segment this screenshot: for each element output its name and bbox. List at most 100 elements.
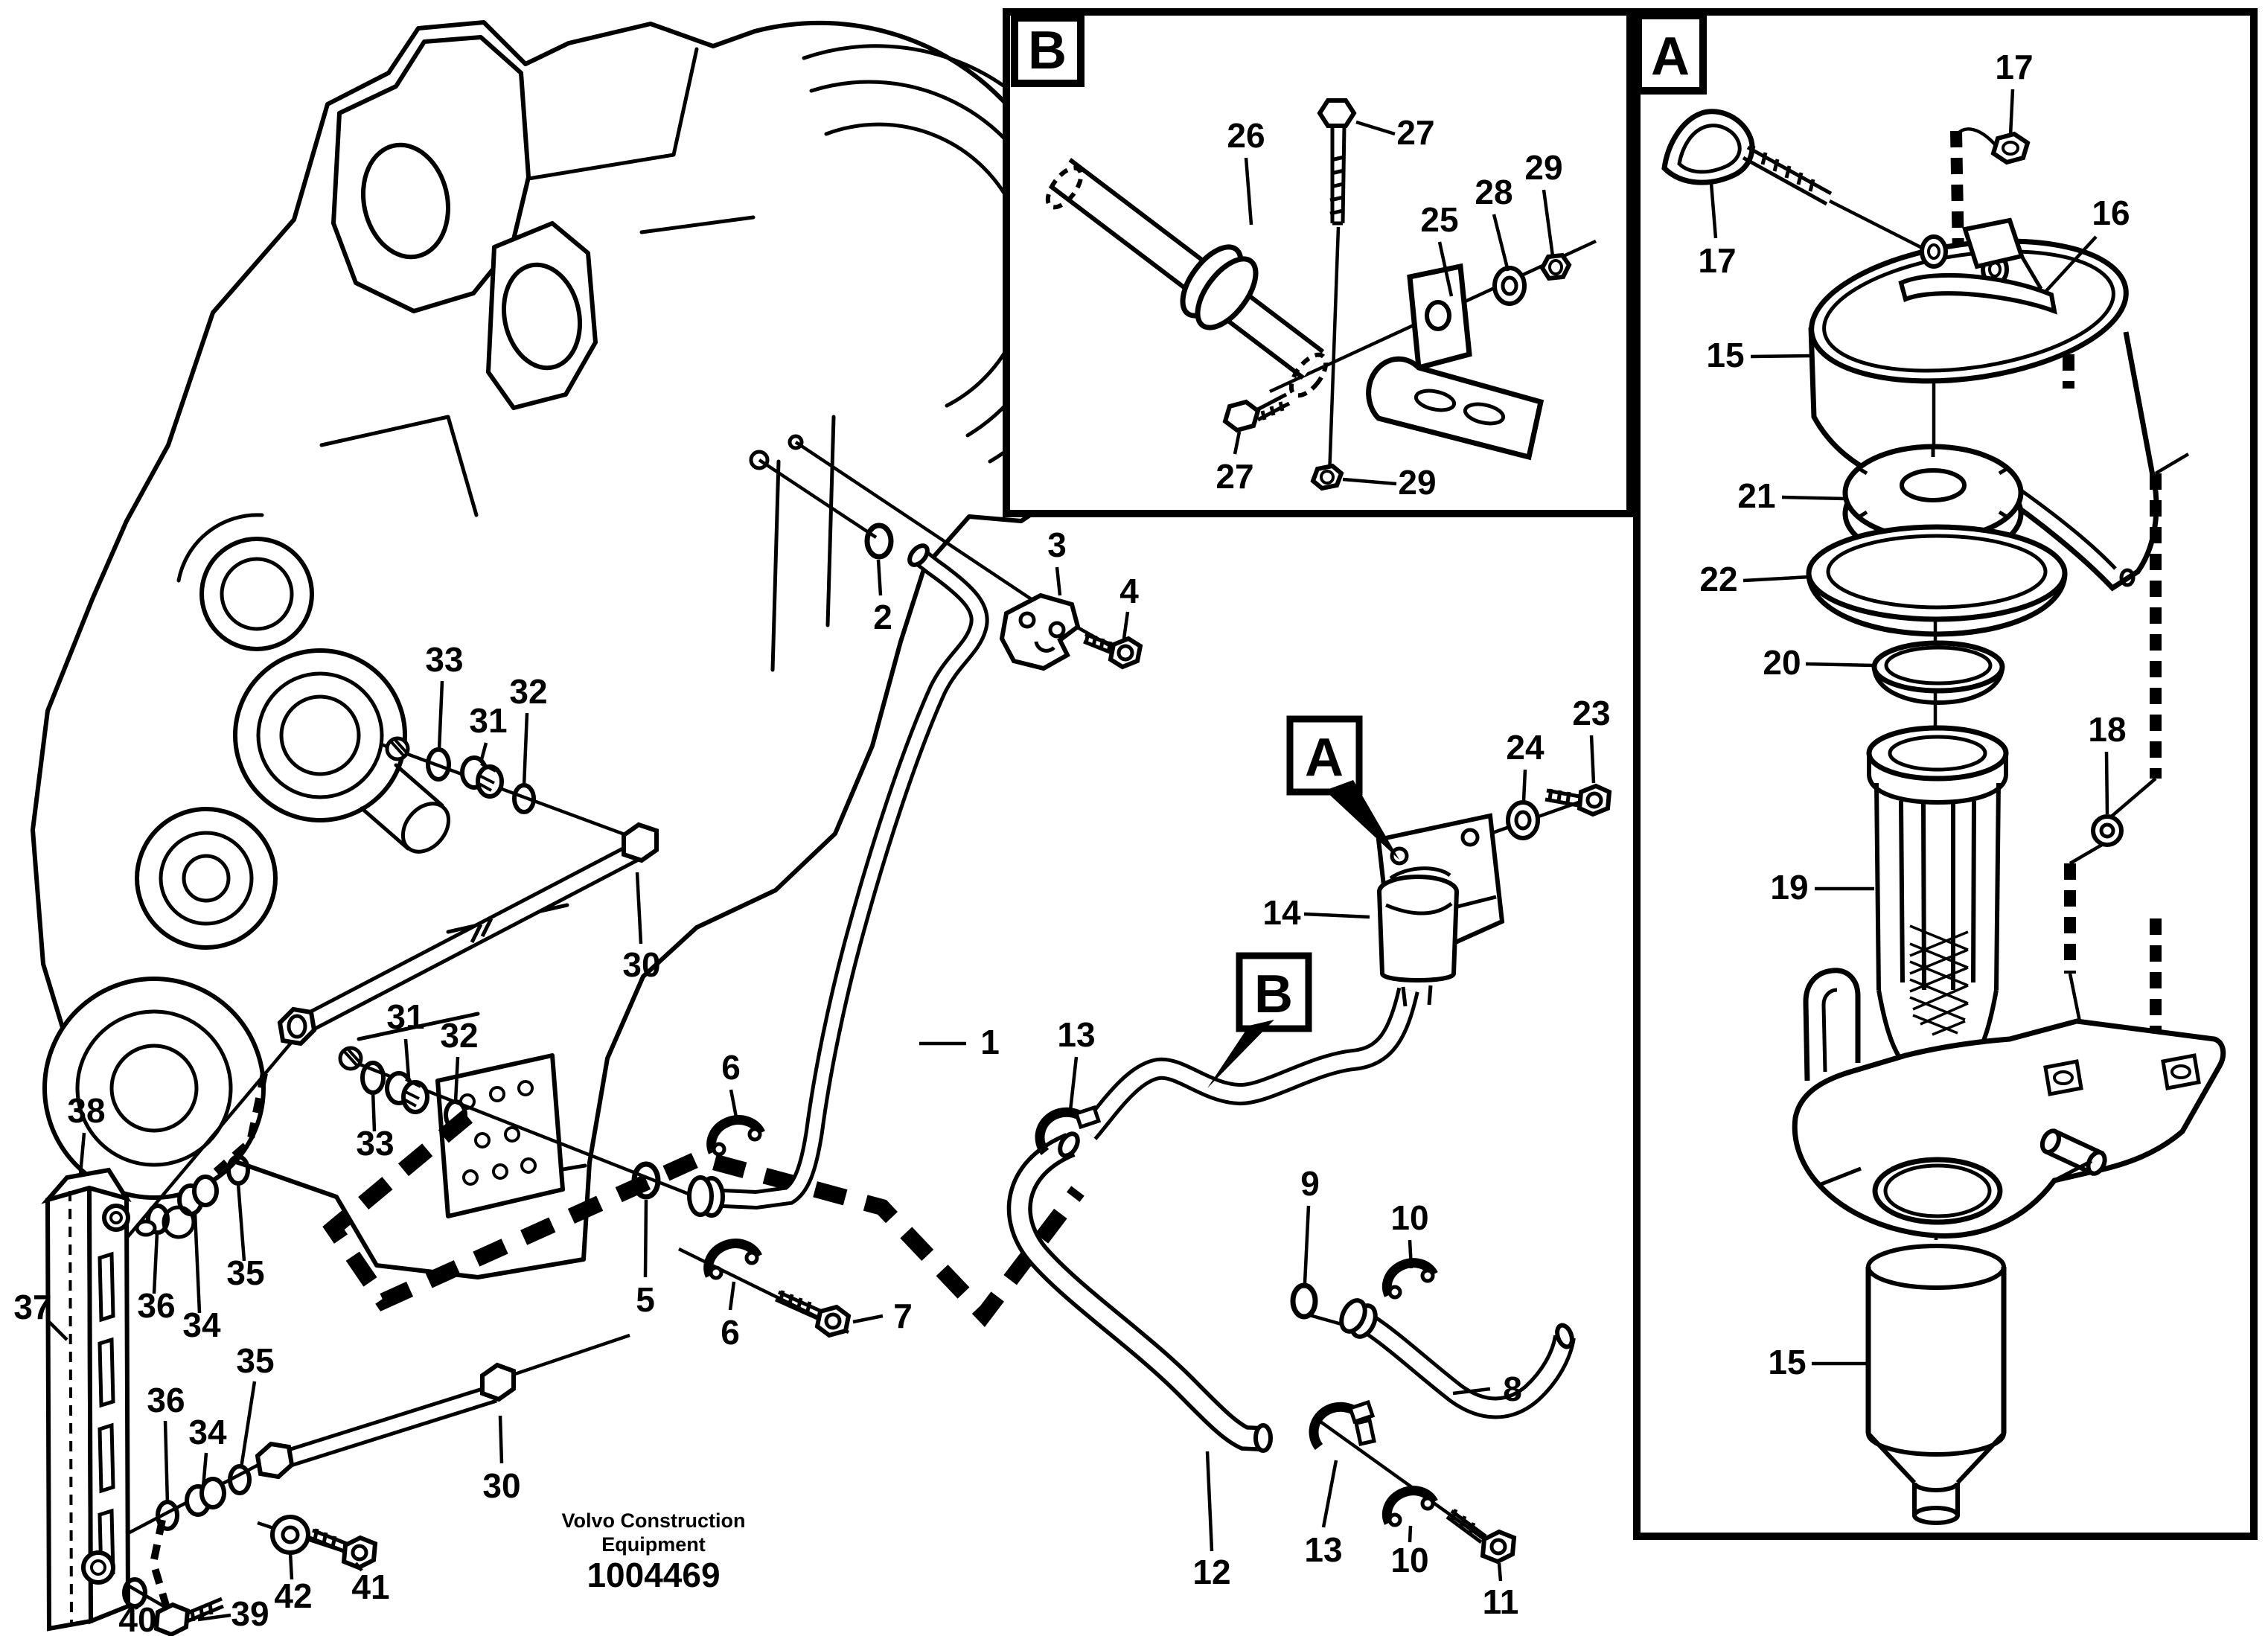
part-label-32a: 32 xyxy=(509,672,547,711)
inset-a: A xyxy=(1633,8,2258,1540)
seal-20 xyxy=(1871,640,2005,706)
callout-b-letter: B xyxy=(1254,965,1293,1024)
part-label-7: 7 xyxy=(893,1297,913,1335)
container-15 xyxy=(1865,1244,2007,1525)
sight-gauge xyxy=(41,1167,196,1632)
part-label-30b: 30 xyxy=(482,1466,520,1505)
clamp-10-lower xyxy=(1381,1486,1438,1527)
washer-42 xyxy=(270,1515,310,1555)
part-label-21: 21 xyxy=(1737,476,1775,515)
bolt-41 xyxy=(309,1528,378,1571)
bolt-7 xyxy=(774,1290,852,1338)
part-label-28: 28 xyxy=(1475,173,1512,211)
hook-rod-17 xyxy=(1661,109,1931,254)
washer-24 xyxy=(1506,800,1540,840)
part-label-14: 14 xyxy=(1262,893,1301,932)
part-label-2: 2 xyxy=(873,598,892,636)
part-label-24: 24 xyxy=(1506,728,1545,767)
part-label-6b: 6 xyxy=(721,1313,740,1352)
part-label-35a: 35 xyxy=(226,1253,264,1292)
hose-breather xyxy=(1079,987,1419,1140)
clip-3 xyxy=(999,592,1081,671)
part-label-26: 26 xyxy=(1227,116,1265,155)
assembly-axis-lines xyxy=(98,441,1588,1618)
hidden-hose-dashed-path xyxy=(149,1072,1085,1609)
part-label-37: 37 xyxy=(13,1288,51,1326)
clamp-6-lower xyxy=(703,1239,762,1280)
part-labels: 1 2 3 4 5 6 6 7 8 9 10 10 11 12 13 13 14… xyxy=(13,48,2130,1636)
part-label-10b: 10 xyxy=(1390,1541,1428,1579)
nut-29-bottom xyxy=(1310,463,1344,491)
engine-block xyxy=(31,20,1102,1279)
part-label-15b: 15 xyxy=(1768,1343,1806,1381)
part-label-36a: 36 xyxy=(137,1286,175,1325)
footer: Volvo Construction Equipment 1004469 xyxy=(562,1509,746,1594)
part-label-27a: 27 xyxy=(1396,113,1434,152)
o-ring-5 xyxy=(631,1161,661,1200)
latch-16 xyxy=(1898,217,2057,315)
bolt-23 xyxy=(1545,783,1612,817)
o-ring-2 xyxy=(864,523,894,560)
tube-26 xyxy=(1045,158,1329,398)
washer-28 xyxy=(1492,266,1527,306)
part-label-11: 11 xyxy=(1483,1582,1519,1621)
brand-line-2: Equipment xyxy=(601,1533,706,1556)
inset-b: B xyxy=(1003,8,1634,517)
part-label-27b: 27 xyxy=(1216,457,1253,496)
part-label-1: 1 xyxy=(980,1023,1000,1061)
o-ring-9 xyxy=(1290,1282,1318,1320)
filter-mesh xyxy=(1909,924,1969,1036)
inset-a-letter: A xyxy=(1651,27,1690,86)
callout-a-letter: A xyxy=(1305,728,1344,787)
part-label-10a: 10 xyxy=(1390,1198,1428,1237)
bolt-4 xyxy=(1083,632,1143,670)
part-label-12: 12 xyxy=(1192,1553,1230,1591)
part-label-34b: 34 xyxy=(188,1413,227,1451)
inset-b-letter: B xyxy=(1028,21,1067,80)
hose-12 xyxy=(1006,1131,1273,1453)
part-label-17b: 17 xyxy=(1698,241,1736,280)
tube-30-upper xyxy=(277,822,659,1047)
callout-box-a: A xyxy=(1286,715,1399,860)
part-label-16: 16 xyxy=(2092,194,2130,232)
part-label-5: 5 xyxy=(636,1280,655,1319)
clamp-10-upper xyxy=(1381,1258,1438,1300)
part-label-39: 39 xyxy=(231,1594,269,1633)
part-label-36b: 36 xyxy=(147,1381,185,1419)
mount-bracket xyxy=(1792,968,2226,1239)
ring-22 xyxy=(1806,524,2068,637)
washer-18 xyxy=(2091,814,2124,847)
nut-17 xyxy=(1990,131,2031,165)
part-label-32b: 32 xyxy=(440,1016,478,1055)
brand-line-1: Volvo Construction xyxy=(562,1509,746,1532)
clamp-6-upper xyxy=(706,1115,765,1157)
part-label-40: 40 xyxy=(118,1600,156,1636)
part-label-20: 20 xyxy=(1763,643,1801,682)
part-label-38: 38 xyxy=(67,1091,105,1130)
part-label-30a: 30 xyxy=(622,945,660,984)
part-label-33a: 33 xyxy=(425,640,463,679)
part-label-4: 4 xyxy=(1119,572,1139,610)
part-label-34a: 34 xyxy=(182,1306,221,1344)
part-label-22: 22 xyxy=(1699,560,1737,598)
part-label-35b: 35 xyxy=(236,1341,274,1380)
pipe-1 xyxy=(687,543,989,1218)
hose-8 xyxy=(1339,1298,1576,1419)
part-label-41: 41 xyxy=(351,1568,389,1606)
part-label-6a: 6 xyxy=(721,1048,741,1087)
bolt-39 xyxy=(153,1597,224,1636)
nut-29-top xyxy=(1539,252,1572,281)
part-label-18: 18 xyxy=(2088,710,2126,749)
part-label-33b: 33 xyxy=(356,1124,394,1163)
part-label-23: 23 xyxy=(1572,694,1610,732)
leader-lines xyxy=(46,89,2109,1622)
bolt-27-bottom xyxy=(1222,392,1291,433)
part-label-25: 25 xyxy=(1420,200,1458,239)
part-label-13a: 13 xyxy=(1057,1015,1095,1054)
fitting-set-gauge-lower xyxy=(156,1464,252,1531)
fitting-set-engine-upper xyxy=(385,736,536,814)
callout-box-b: B xyxy=(1207,952,1312,1088)
part-label-31b: 31 xyxy=(386,997,424,1036)
